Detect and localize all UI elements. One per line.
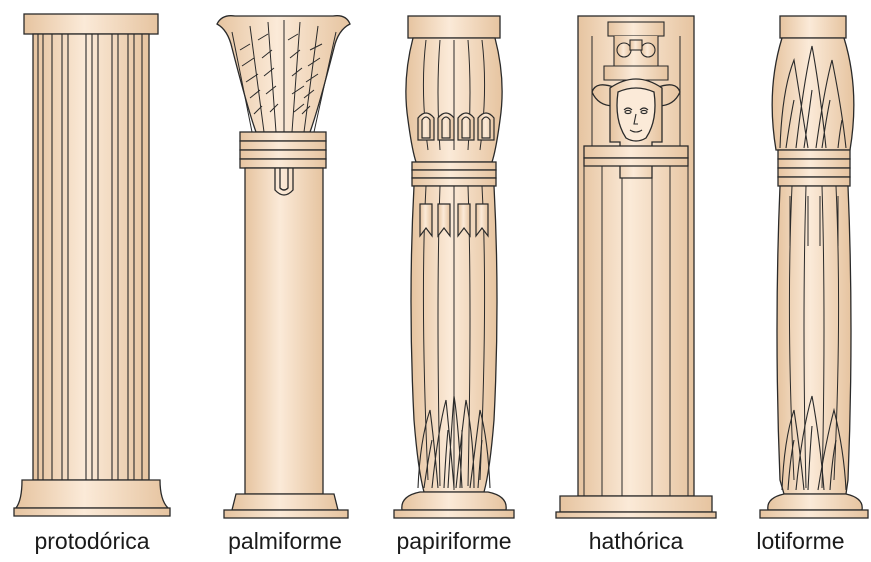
base <box>232 494 338 510</box>
base <box>560 496 712 512</box>
abacus <box>780 16 846 38</box>
label-protodorica: protodórica <box>22 528 162 555</box>
bands <box>240 132 326 168</box>
plinth <box>14 508 170 516</box>
label-palmiforme: palmiforme <box>215 528 355 555</box>
base <box>402 492 506 510</box>
base <box>16 480 168 508</box>
shaft <box>777 186 851 494</box>
plinth <box>394 510 514 518</box>
collar-bands <box>584 146 688 166</box>
naos-sistrum <box>604 22 668 80</box>
shaft <box>33 34 149 480</box>
base <box>768 494 862 510</box>
column-papiriforme <box>394 16 514 518</box>
bands <box>412 162 496 186</box>
label-papiriforme: papiriforme <box>384 528 524 555</box>
abacus <box>24 14 158 34</box>
plinth <box>224 510 348 518</box>
column-hathorica <box>556 16 716 518</box>
bands <box>778 150 850 186</box>
column-palmiforme <box>217 16 350 518</box>
column-lotiforme <box>760 16 868 518</box>
label-lotiforme: lotiforme <box>730 528 871 555</box>
label-hathorica: hathórica <box>566 528 706 555</box>
column-protodorica <box>14 14 170 516</box>
plinth <box>760 510 868 518</box>
shaft <box>245 168 323 494</box>
plinth <box>556 512 716 518</box>
abacus <box>408 16 500 38</box>
